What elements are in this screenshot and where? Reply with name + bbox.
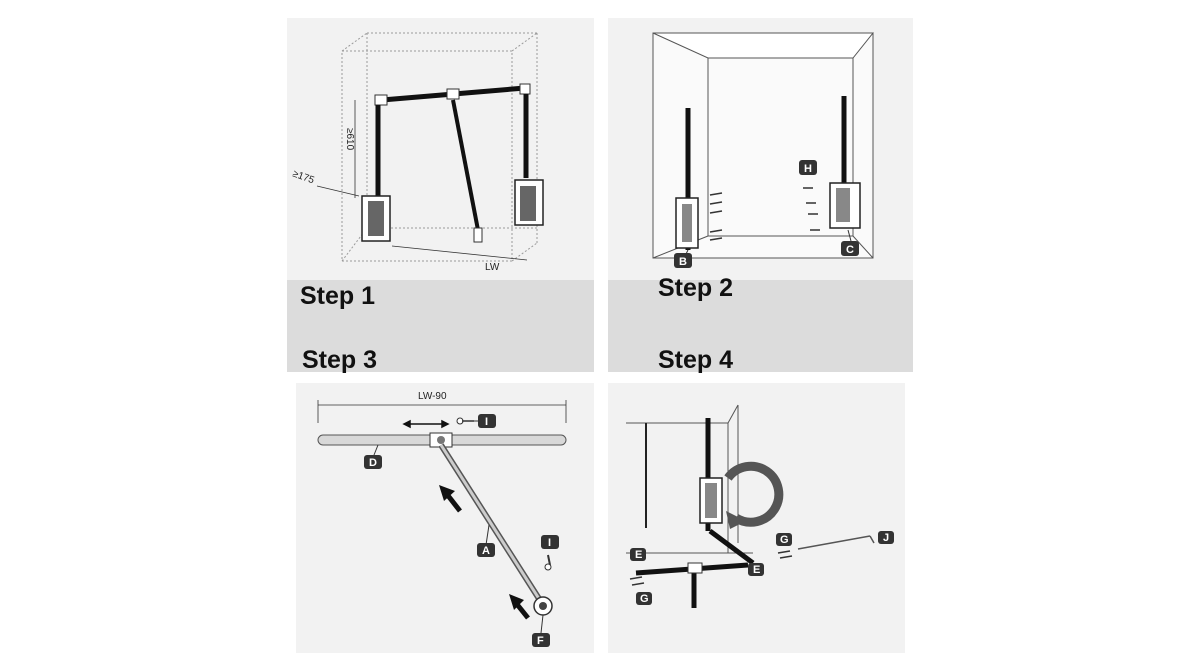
step1-diagram: ≥610 ≥175 LW	[291, 32, 544, 273]
top-rail	[374, 83, 531, 106]
rail-length-label: LW-90	[418, 391, 447, 402]
rotated-arm	[708, 528, 755, 566]
callout-c: C	[841, 229, 859, 256]
callout-c-text: C	[846, 244, 854, 256]
push-arrow-lower	[509, 594, 530, 620]
mount-bracket	[699, 477, 723, 524]
callout-e-right: E	[748, 563, 764, 576]
left-bracket	[361, 195, 391, 242]
pull-rod	[451, 99, 480, 231]
screw-i-top	[456, 417, 474, 425]
step-label-band-left	[287, 280, 594, 372]
width-dimension: LW	[391, 245, 528, 273]
screws	[709, 187, 820, 241]
callout-b-text: B	[679, 256, 687, 268]
callout-e-right-text: E	[753, 564, 760, 576]
callout-a-text: A	[482, 545, 490, 557]
rotation-arrow	[724, 461, 784, 529]
callout-j: J	[878, 531, 894, 544]
right-mount-bracket	[829, 182, 861, 229]
callout-g-right: G	[776, 533, 792, 546]
callout-h-text: H	[804, 163, 812, 175]
callout-i-top-text: I	[485, 416, 488, 428]
callout-e-left: E	[630, 548, 646, 561]
step3-panel: LW-90	[296, 383, 594, 653]
callout-g-right-text: G	[780, 534, 789, 546]
step2-diagram: B C H	[652, 32, 875, 268]
screws-g	[629, 550, 793, 586]
step2-panel: B C H	[608, 18, 913, 280]
step3-diagram: LW-90	[317, 391, 567, 647]
allen-key	[797, 535, 875, 550]
height-dimension: ≥610	[344, 100, 356, 198]
callout-b: B	[674, 249, 692, 268]
step4-panel: E E G G J	[608, 383, 905, 653]
step2-label: Step 2	[658, 274, 734, 302]
callout-f: F	[532, 614, 550, 647]
callout-i-top: I	[474, 414, 496, 428]
callout-g-left: G	[636, 592, 652, 605]
rod-a	[438, 443, 553, 616]
callout-i-lower: I	[541, 535, 559, 549]
adjust-arrow	[402, 419, 450, 429]
pull-handle	[473, 227, 483, 243]
rail-joint	[687, 562, 703, 574]
step1-panel: ≥610 ≥175 LW	[287, 18, 594, 280]
callout-j-text: J	[883, 532, 889, 544]
depth-min-label: ≥175	[291, 168, 316, 186]
callout-i-lower-text: I	[548, 537, 551, 549]
callout-a: A	[477, 524, 495, 557]
callout-h: H	[799, 160, 817, 175]
push-arrow-upper	[439, 485, 462, 513]
step-label-band-right	[608, 280, 913, 372]
rail-length-dimension: LW-90	[317, 391, 567, 423]
callout-e-left-text: E	[635, 549, 642, 561]
depth-dimension: ≥175	[291, 168, 360, 197]
step4-label: Step 4	[658, 346, 734, 374]
step4-diagram: E E G G J	[626, 404, 894, 608]
step3-label: Step 3	[302, 346, 378, 374]
left-mount-bracket	[675, 197, 699, 249]
lw-label: LW	[485, 262, 500, 273]
step1-label: Step 1	[300, 282, 376, 310]
callout-d-text: D	[369, 457, 377, 469]
screw-i-lower	[544, 554, 552, 571]
callout-d: D	[364, 444, 382, 469]
callout-g-left-text: G	[640, 593, 649, 605]
right-bracket	[514, 179, 544, 226]
height-min-label: ≥610	[344, 128, 355, 151]
callout-f-text: F	[537, 635, 544, 647]
cabinet-outline	[341, 32, 538, 262]
cabinet	[652, 32, 875, 259]
